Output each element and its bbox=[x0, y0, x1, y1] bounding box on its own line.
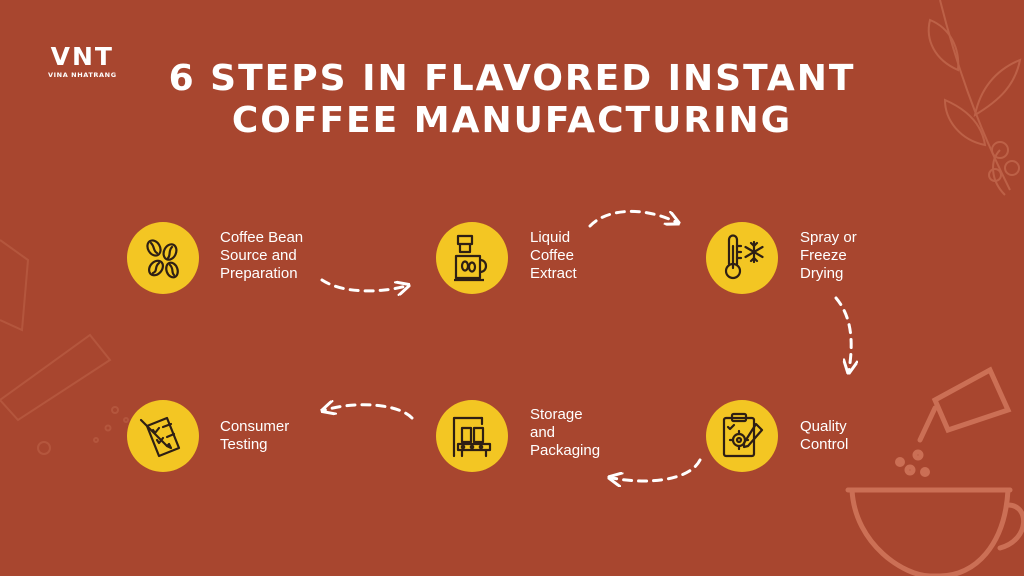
step-6-icon-circle bbox=[127, 400, 199, 472]
coffee-maker-icon bbox=[454, 234, 488, 282]
conveyor-packaging-icon bbox=[452, 416, 492, 458]
step-5-label: Storage and Packaging bbox=[530, 406, 601, 459]
step-3-label: Spray or Freeze Drying bbox=[800, 229, 857, 282]
flow-arrow-5-6 bbox=[325, 405, 414, 420]
coffee-sachet-decoration bbox=[0, 239, 129, 455]
step-4-label: Quality Control bbox=[800, 418, 849, 453]
step-2-label: Liquid Coffee Extract bbox=[530, 229, 577, 282]
brand-logo: VNT VINA NHATRANG bbox=[48, 42, 117, 80]
step-3-icon-circle bbox=[706, 222, 778, 294]
flow-arrow-2-3 bbox=[588, 209, 676, 228]
step-1-label: Coffee Bean Source and Preparation bbox=[220, 229, 304, 282]
title-line-1: 6 STEPS IN FLAVORED INSTANT bbox=[168, 58, 856, 99]
clipboard-gear-icon bbox=[722, 412, 764, 458]
step-1-icon-circle bbox=[127, 222, 199, 294]
step-6-label: Consumer Testing bbox=[220, 418, 290, 453]
flow-arrow-4-5 bbox=[612, 458, 702, 481]
coffee-plant-decoration bbox=[927, 0, 1022, 196]
step-4-icon-circle bbox=[706, 400, 778, 472]
page-title: 6 STEPS IN FLAVORED INSTANT COFFEE MANUF… bbox=[112, 58, 912, 142]
thermometer-snowflake-icon bbox=[724, 234, 764, 280]
title-line-2: COFFEE MANUFACTURING bbox=[231, 100, 793, 141]
coffee-cup-decoration bbox=[845, 366, 1024, 576]
coffee-beans-icon bbox=[146, 239, 179, 279]
testing-checklist-icon bbox=[139, 416, 181, 458]
step-2-icon-circle bbox=[436, 222, 508, 294]
flow-arrow-1-2 bbox=[320, 278, 406, 291]
brand-name: VNT bbox=[50, 42, 114, 71]
brand-tagline: VINA NHATRANG bbox=[48, 71, 117, 79]
step-5-icon-circle bbox=[436, 400, 508, 472]
flow-arrow-3-4 bbox=[834, 296, 851, 370]
